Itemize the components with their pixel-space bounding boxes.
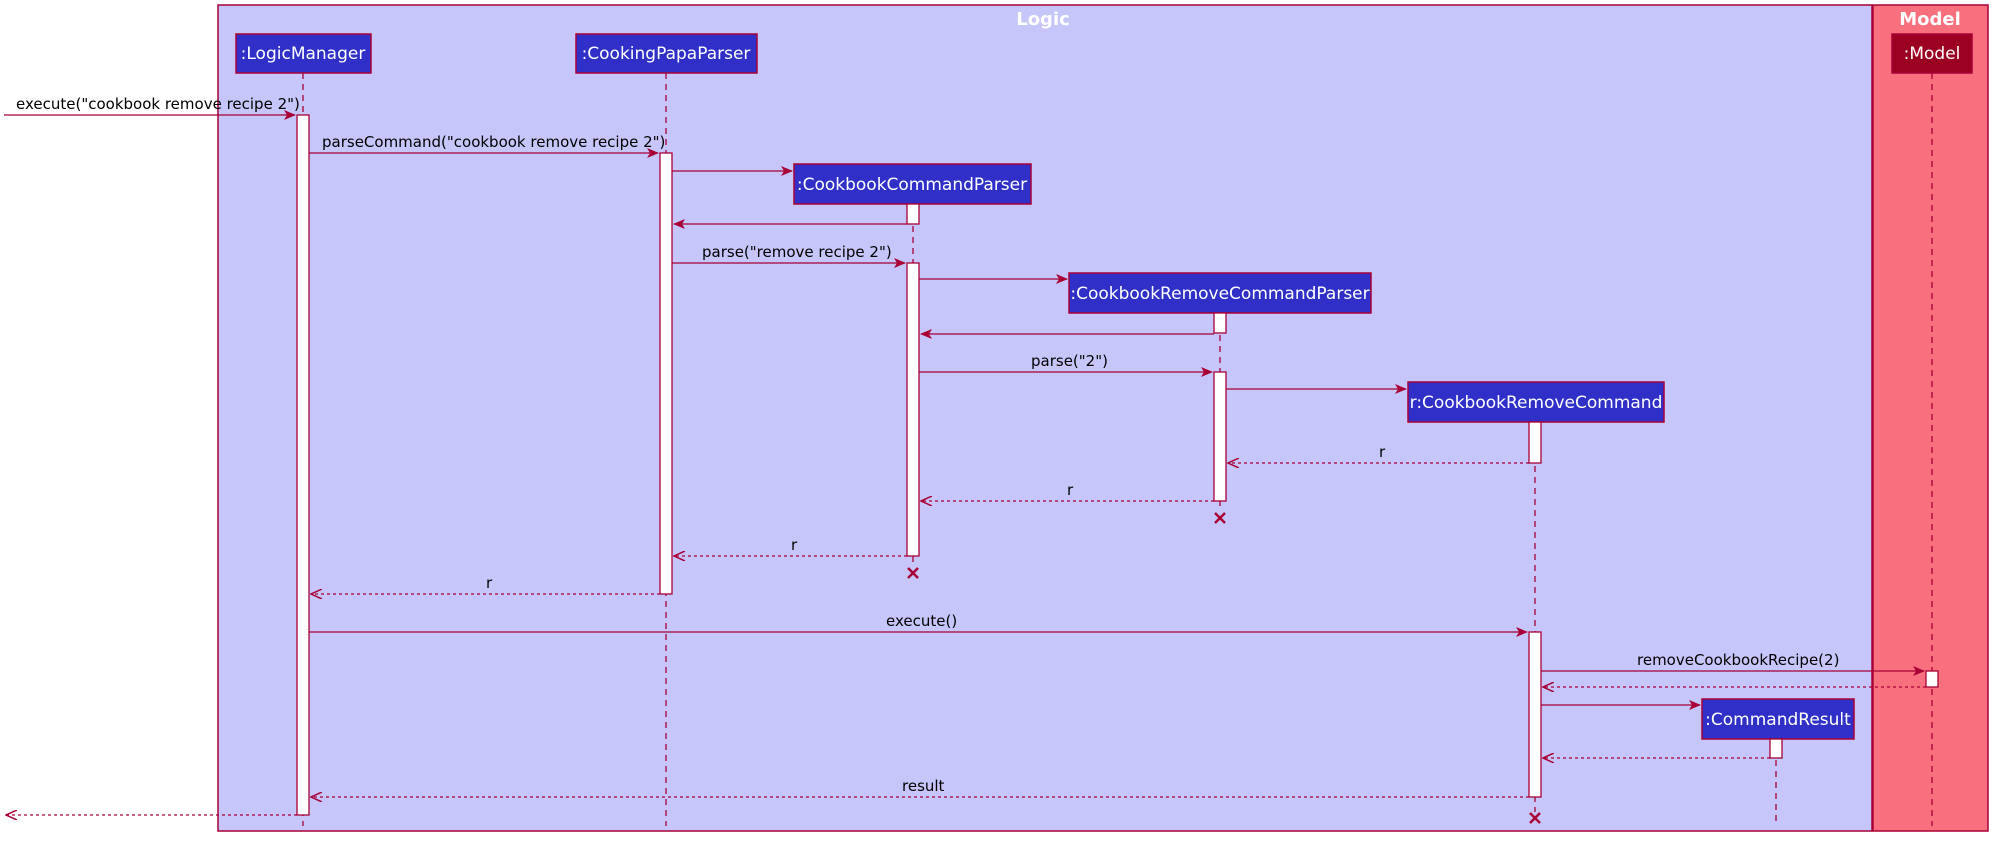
msg-return-r-1-label: r — [1379, 443, 1386, 461]
destroy-remove-command-parser-icon — [1214, 512, 1226, 524]
svg-text::LogicManager: :LogicManager — [241, 44, 366, 64]
msg-return-r-2-label: r — [1067, 481, 1074, 499]
msg-return-r-4-label: r — [486, 574, 493, 592]
msg-return-result-label: result — [902, 777, 945, 795]
activation-cooking-papa-parser — [659, 152, 673, 595]
destroy-markers — [907, 512, 1541, 824]
participant-cookbook-remove-command-parser: :CookbookRemoveCommandParser — [1068, 272, 1372, 314]
destroy-cookbook-command-parser-icon — [907, 567, 919, 579]
msg-parse-2-label: parse("2") — [1031, 352, 1108, 370]
participant-command-result: :CommandResult — [1701, 698, 1855, 740]
activation-remove-command-parser — [1213, 371, 1227, 502]
model-group: Model — [1872, 4, 1989, 832]
activation-logic-manager — [296, 114, 310, 816]
activation-command-result — [1769, 738, 1783, 759]
msg-execute-label: execute() — [886, 612, 957, 630]
activation-bars — [296, 114, 1939, 816]
activation-remove-command — [1528, 631, 1542, 798]
activation-model — [1925, 670, 1939, 688]
activation-remove-command-parser-init — [1213, 312, 1227, 334]
msg-remove-cookbook-recipe-label: removeCookbookRecipe(2) — [1637, 651, 1839, 669]
activation-cookbook-command-parser-init — [906, 203, 920, 225]
message-labels: execute("cookbook remove recipe 2") pars… — [16, 95, 1839, 795]
svg-text::CookbookCommandParser: :CookbookCommandParser — [797, 175, 1027, 195]
activation-cookbook-command-parser — [906, 262, 920, 557]
svg-text::CookbookRemoveCommandParser: :CookbookRemoveCommandParser — [1070, 284, 1369, 304]
participant-model: :Model — [1891, 33, 1973, 74]
logic-group-title: Logic — [1016, 9, 1070, 30]
msg-parse-command-label: parseCommand("cookbook remove recipe 2") — [322, 133, 665, 151]
msg-return-r-3-label: r — [791, 536, 798, 554]
svg-text::Model: :Model — [1904, 44, 1961, 64]
messages — [4, 110, 1926, 815]
msg-parse-remove-recipe-label: parse("remove recipe 2") — [702, 243, 892, 261]
participant-cookbook-remove-command: r:CookbookRemoveCommand — [1407, 381, 1665, 423]
svg-text::CommandResult: :CommandResult — [1705, 710, 1851, 730]
svg-text:r:CookbookRemoveCommand: r:CookbookRemoveCommand — [1410, 393, 1663, 413]
participant-logic-manager: :LogicManager — [235, 33, 372, 74]
svg-text::CookingPapaParser: :CookingPapaParser — [582, 44, 751, 64]
destroy-remove-command-icon — [1529, 812, 1541, 824]
participant-cookbook-command-parser: :CookbookCommandParser — [793, 163, 1032, 205]
participant-cooking-papa-parser: :CookingPapaParser — [575, 33, 758, 74]
msg-execute-input-label: execute("cookbook remove recipe 2") — [16, 95, 300, 113]
activation-remove-command-init — [1528, 421, 1542, 464]
model-group-title: Model — [1899, 9, 1961, 30]
